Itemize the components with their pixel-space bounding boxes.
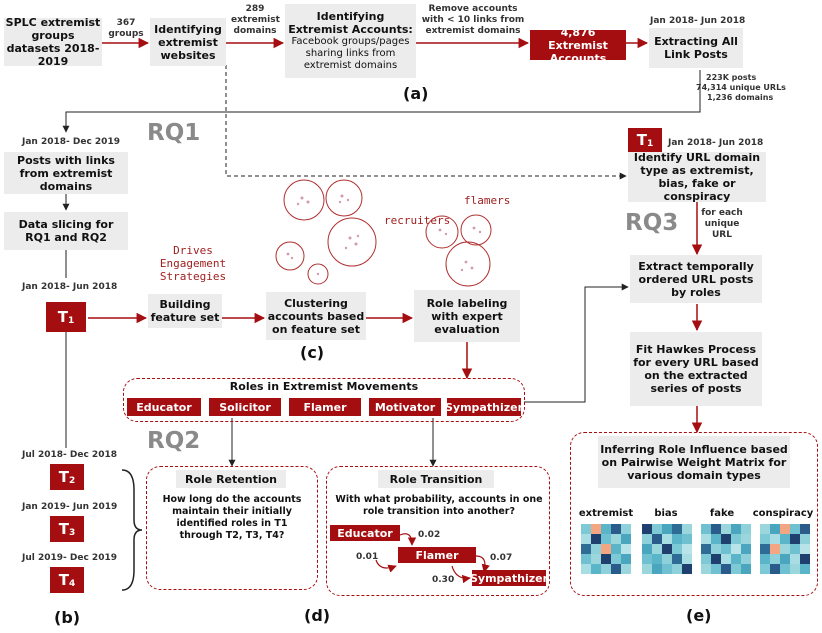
role-cluster-illustration	[425, 214, 492, 287]
flamers-text: flamers	[464, 194, 511, 207]
feature-set-box: Building feature set	[148, 294, 222, 328]
matrix-extremist	[581, 524, 631, 574]
matrix-label-fake: fake	[709, 508, 735, 519]
date-top-right: Jan 2018- Jun 2018	[650, 16, 746, 26]
rq2-label: RQ2	[147, 428, 201, 454]
role-transition-question: With what probability, accounts in one r…	[335, 494, 543, 517]
identify-url-domain-box: Identify URL domain type as extremist, b…	[628, 151, 766, 203]
role-sympathizer: Sympathizer	[445, 398, 523, 416]
t1-date: Jan 2018- Jun 2018	[22, 282, 118, 292]
groups-count-label: 367 groups	[108, 18, 144, 39]
matrix-fake	[701, 524, 751, 574]
t3-date: Jan 2019- Jun 2019	[22, 502, 118, 512]
panel-d-label: (d)	[304, 606, 331, 625]
panel-b-label: (b)	[54, 608, 81, 627]
stats-domains: 1,236 domains	[707, 93, 774, 102]
matrix-label-extremist: extremist	[578, 508, 634, 519]
panel-c-label: (c)	[300, 343, 325, 362]
stats-posts: 223K posts	[706, 73, 757, 82]
panel-e-label: (e)	[686, 606, 712, 625]
domains-count-label: 289 extremist domains	[231, 4, 280, 36]
role-flamer: Flamer	[289, 398, 361, 416]
role-transition-title: Role Transition	[378, 470, 494, 488]
matrix-bias	[642, 524, 692, 574]
extract-url-posts-box: Extract temporally ordered URL posts by …	[630, 255, 762, 303]
roles-title: Roles in Extremist Movements	[229, 380, 419, 393]
role-labeling-box: Role labeling with expert evaluation	[414, 290, 520, 342]
matrix-label-bias: bias	[654, 508, 678, 519]
role-educator: Educator	[127, 398, 201, 416]
extremist-accounts-count-box: 4,876 Extremist Accounts	[530, 26, 626, 65]
rq1-label: RQ1	[147, 120, 201, 146]
posts-with-links-box: Posts with links from extremist domains	[4, 152, 128, 194]
for-each-unique-url: for each unique URL	[701, 208, 743, 240]
accounts-box-body: Facebook groups/pages sharing links from…	[291, 36, 410, 71]
prob-0-02: 0.02	[418, 530, 441, 540]
recruiters-text: recruiters	[384, 214, 451, 227]
roles-container	[123, 378, 525, 422]
role-retention-title: Role Retention	[176, 470, 286, 488]
prob-0-07: 0.07	[490, 553, 513, 563]
extremist-accounts-box: Identifying Extremist Accounts: Facebook…	[285, 4, 416, 78]
extremist-websites-box: Identifying extremist websites	[150, 18, 226, 66]
date-rq1: Jan 2018- Dec 2019	[22, 137, 120, 147]
t2-date: Jul 2018- Dec 2018	[22, 450, 117, 460]
e-date: Jan 2018- Jun 2018	[668, 138, 764, 148]
rq3-label: RQ3	[625, 210, 679, 236]
panel-a-label: (a)	[403, 84, 429, 103]
clustering-box: Clustering accounts based on feature set	[266, 292, 366, 340]
transition-educator: Educator	[330, 525, 400, 541]
role-influence-box: Inferring Role Influence based on Pairwi…	[598, 436, 790, 488]
cluster-illustration	[275, 179, 377, 285]
stats-urls: 74,314 unique URLs	[696, 83, 786, 92]
role-retention-container	[146, 466, 318, 590]
role-motivator: Motivator	[369, 398, 441, 416]
remove-accounts-label: Remove accounts with < 10 links from ext…	[421, 4, 525, 36]
extracting-link-posts-box: Extracting All Link Posts	[649, 28, 743, 68]
transition-flamer: Flamer	[398, 547, 476, 563]
prob-0-01: 0.01	[356, 552, 379, 562]
hawkes-process-box: Fit Hawkes Process for every URL based o…	[630, 332, 762, 406]
t4-date: Jul 2019- Dec 2019	[22, 553, 117, 563]
prob-0-30: 0.30	[432, 575, 455, 585]
role-influence-container	[570, 432, 818, 596]
matrix-label-conspiracy: conspiracy	[752, 508, 814, 519]
role-transition-container	[326, 466, 550, 596]
drives-engagement-text: Drives Engagement Strategies	[159, 244, 227, 283]
data-slicing-box: Data slicing for RQ1 and RQ2	[4, 212, 128, 250]
role-solicitor: Solicitor	[209, 398, 281, 416]
role-retention-question: How long do the accounts maintain their …	[162, 494, 302, 541]
transition-sympathizer: Sympathizer	[470, 570, 548, 586]
matrix-conspiracy	[760, 524, 810, 574]
splc-dataset-box: SPLC extremist groups datasets 2018-2019	[4, 16, 102, 68]
accounts-box-title: Identifying Extremist Accounts:	[288, 10, 413, 36]
